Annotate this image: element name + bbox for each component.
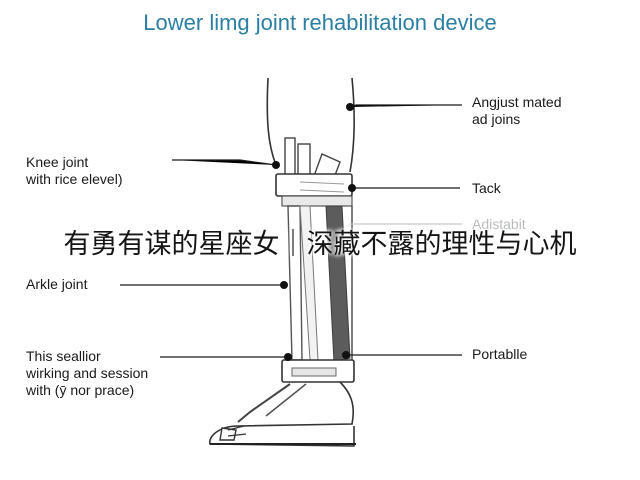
leg-outline (266, 77, 277, 166)
label-adjust-mated: Angjust mated ad joins (472, 94, 562, 127)
label-tack: Tack (472, 180, 501, 196)
shoe (209, 381, 356, 447)
marker-dots (272, 103, 356, 361)
leader-lines-right (346, 104, 462, 356)
diagram-title: Lower limg joint rehabilitation device (143, 10, 497, 35)
label-portable: Portablle (472, 346, 528, 362)
ankle-brace (281, 359, 355, 383)
upper-bar-right (297, 143, 311, 179)
upper-bar-left (284, 137, 296, 179)
label-sealler: This seallior wirking and session with (… (26, 348, 149, 398)
leg-outline-back (349, 77, 355, 173)
overlay-caption: 有勇有谋的星座女｜深藏不露的理性与心机 (63, 229, 577, 260)
leader-lines-left (120, 159, 288, 358)
knee-brace (275, 173, 353, 207)
label-knee-joint: Knee joint with rice elevel) (26, 154, 123, 187)
label-ankle-joint: Arkle joint (26, 276, 88, 292)
dark-strut (325, 205, 351, 363)
label-adjustable: Adistabit (472, 216, 526, 232)
